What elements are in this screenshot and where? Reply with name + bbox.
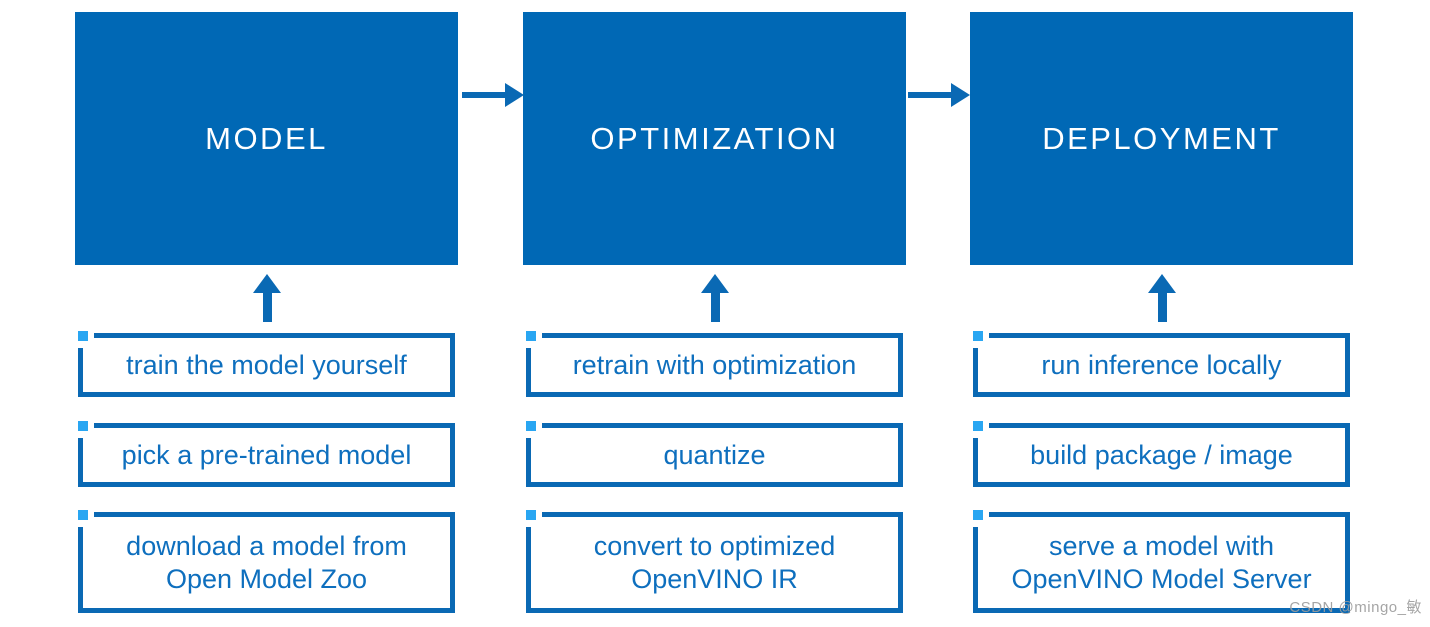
arrow-line xyxy=(462,92,506,98)
up-arrow-model-icon xyxy=(253,274,281,322)
step-box-pretrained-model: pick a pre-trained model xyxy=(78,421,455,487)
up-arrow-optimization-icon xyxy=(701,274,729,322)
stage-box-model: MODEL xyxy=(75,12,458,265)
up-arrow-stem xyxy=(710,291,720,322)
step-box-convert-ir: convert to optimized OpenVINO IR xyxy=(526,510,903,613)
arrow-optimization-to-deployment-icon xyxy=(908,83,970,107)
step-label: serve a model with OpenVINO Model Server xyxy=(1011,531,1312,594)
step-label: quantize xyxy=(663,439,766,470)
up-arrow-head-icon xyxy=(1148,274,1176,293)
step-label: train the model yourself xyxy=(126,349,407,380)
arrow-head-icon xyxy=(951,83,970,107)
stage-box-deployment: DEPLOYMENT xyxy=(970,12,1353,265)
step-box-model-server: serve a model with OpenVINO Model Server xyxy=(973,510,1350,613)
step-box-build-package: build package / image xyxy=(973,421,1350,487)
arrow-line xyxy=(908,92,952,98)
up-arrow-head-icon xyxy=(701,274,729,293)
stage-title-model: MODEL xyxy=(205,120,328,156)
step-label: convert to optimized OpenVINO IR xyxy=(593,531,836,594)
step-label: build package / image xyxy=(1030,439,1293,470)
step-box-run-inference: run inference locally xyxy=(973,331,1350,397)
step-label: retrain with optimization xyxy=(572,349,857,380)
stage-box-optimization: OPTIMIZATION xyxy=(523,12,906,265)
step-label: download a model from Open Model Zoo xyxy=(126,531,407,594)
watermark: CSDN @mingo_敏 xyxy=(1289,599,1422,616)
arrow-model-to-optimization-icon xyxy=(462,83,524,107)
stage-title-deployment: DEPLOYMENT xyxy=(1042,120,1281,156)
stage-title-optimization: OPTIMIZATION xyxy=(590,120,839,156)
up-arrow-stem xyxy=(262,291,272,322)
step-label: pick a pre-trained model xyxy=(121,439,412,470)
up-arrow-deployment-icon xyxy=(1148,274,1176,322)
step-box-retrain-optimization: retrain with optimization xyxy=(526,331,903,397)
arrow-head-icon xyxy=(505,83,524,107)
step-box-train-yourself: train the model yourself xyxy=(78,331,455,397)
up-arrow-head-icon xyxy=(253,274,281,293)
up-arrow-stem xyxy=(1157,291,1167,322)
step-box-open-model-zoo: download a model from Open Model Zoo xyxy=(78,510,455,613)
step-box-quantize: quantize xyxy=(526,421,903,487)
step-label: run inference locally xyxy=(1041,349,1282,380)
